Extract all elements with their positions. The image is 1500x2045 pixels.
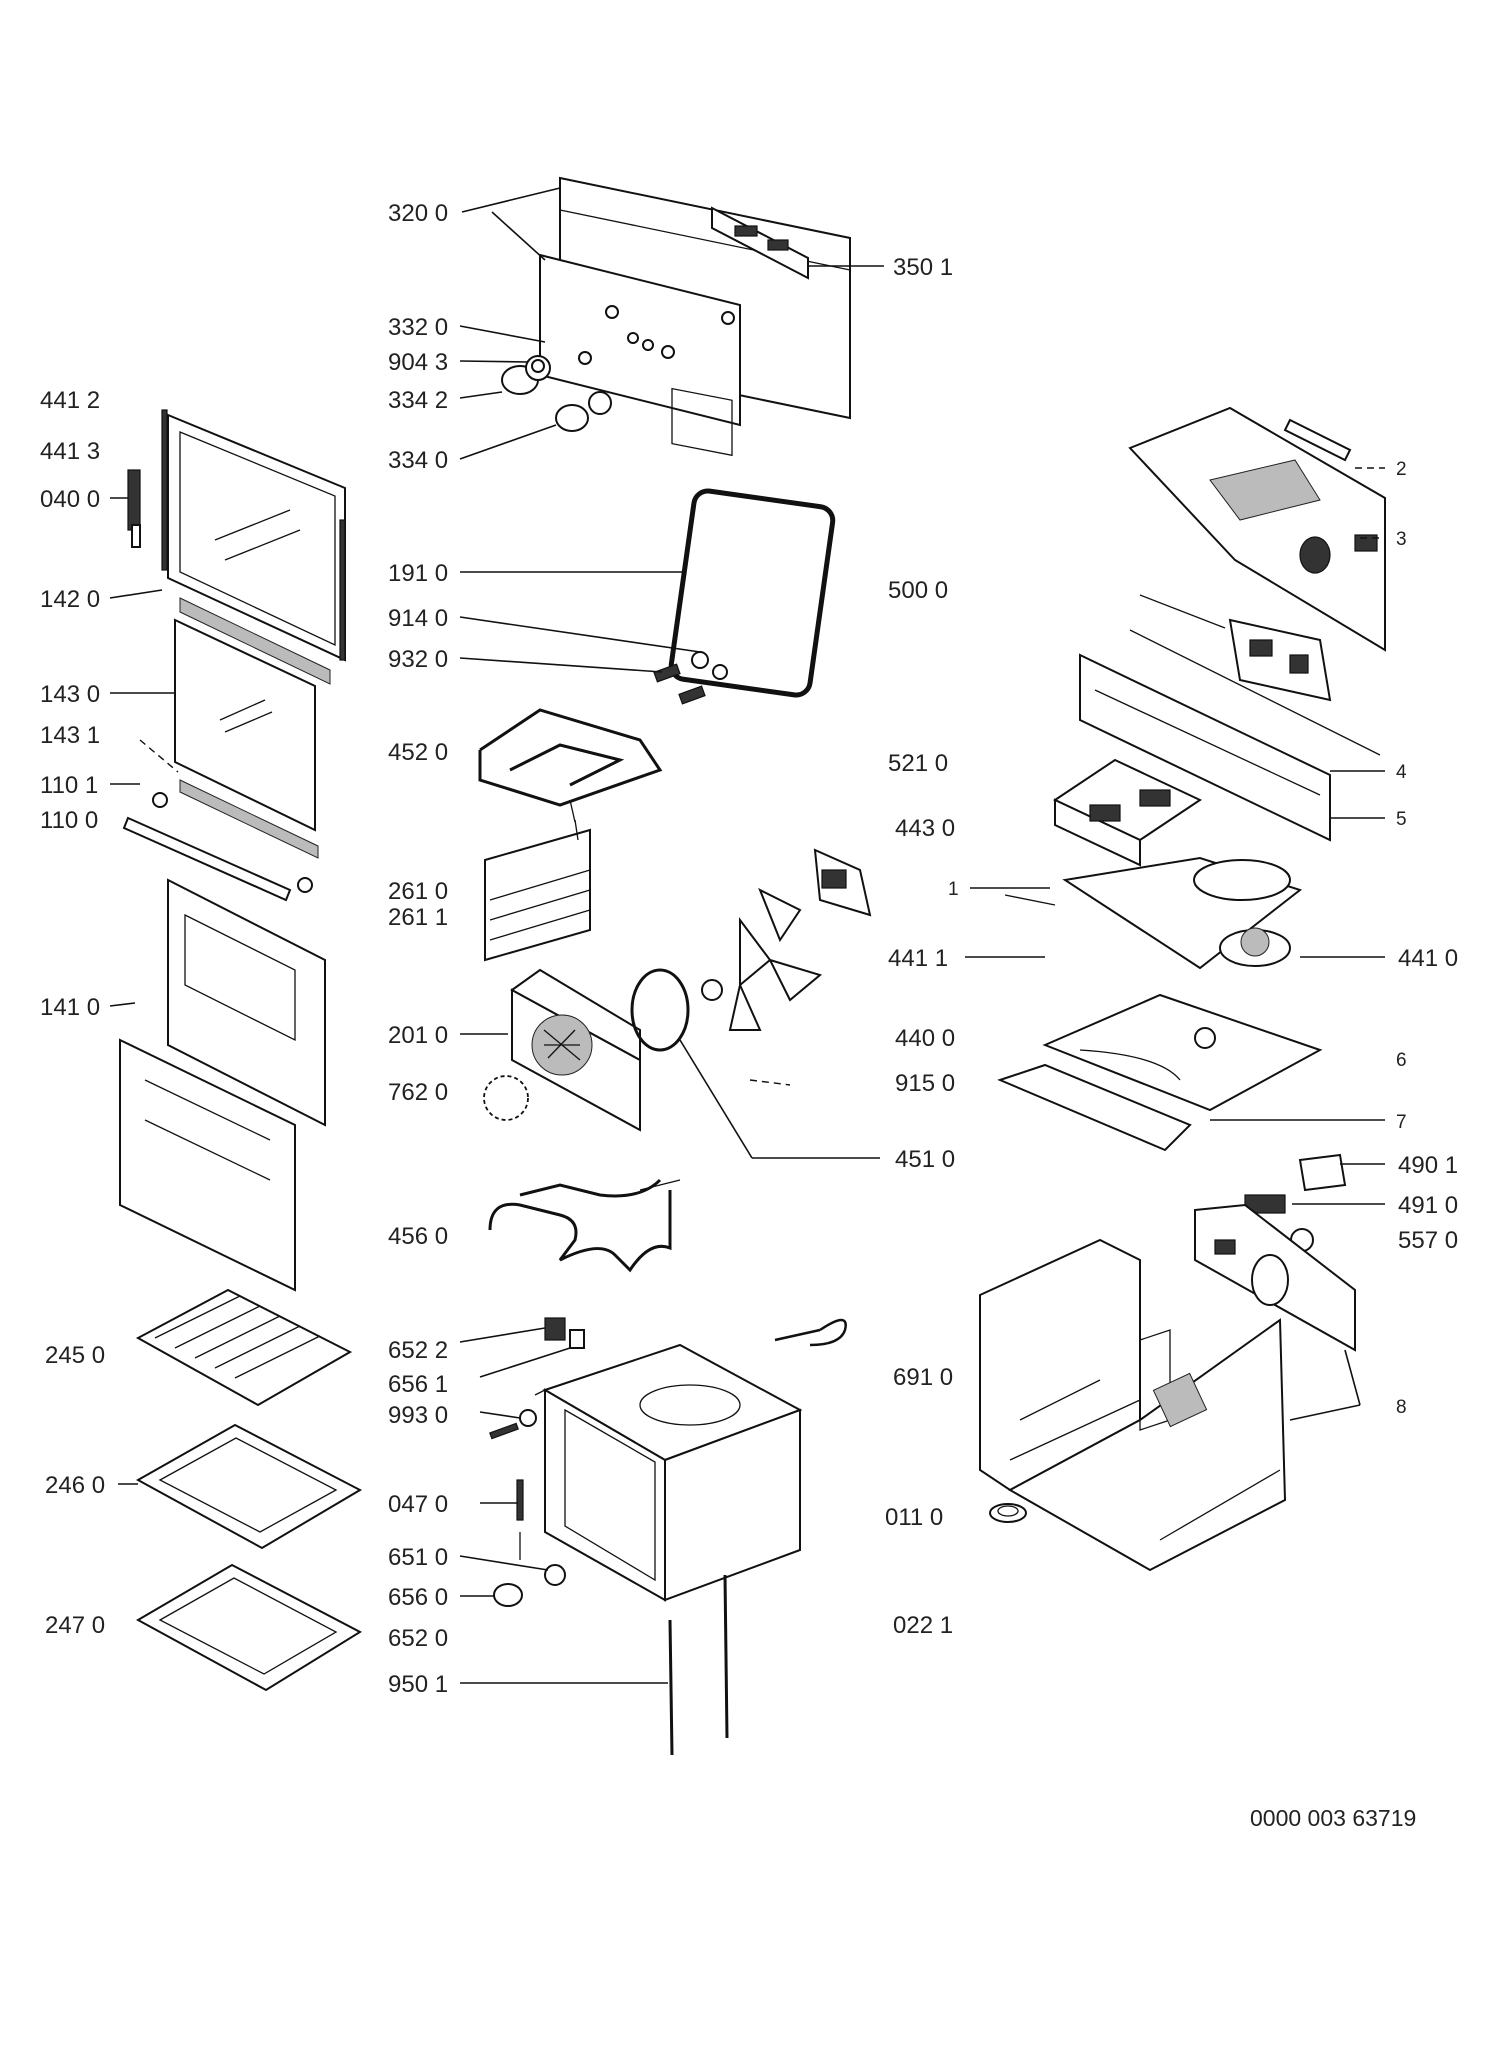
door-vent-strip-drawing xyxy=(179,597,331,859)
label-915-0: 915 0 xyxy=(895,1070,955,1097)
label-914-0: 914 0 xyxy=(388,605,448,632)
label-651-0: 651 0 xyxy=(388,1544,448,1571)
door-inner-frame-drawing xyxy=(161,409,346,662)
wire-rack-drawing xyxy=(135,1288,353,1407)
label-n1: 1 xyxy=(948,879,959,900)
outer-housing-drawing xyxy=(979,1238,1287,1572)
part-number-labels: 320 0 350 1 332 0 904 3 334 2 334 0 441 … xyxy=(40,200,1458,1831)
document-number: 0000 003 63719 xyxy=(1250,1805,1416,1831)
label-247-0: 247 0 xyxy=(45,1612,105,1639)
label-n4: 4 xyxy=(1396,762,1407,783)
electronic-module-drawing xyxy=(1139,594,1332,702)
label-261-0: 261 0 xyxy=(388,878,448,905)
door-handle-rod-drawing xyxy=(122,792,313,902)
base-plate-drawing xyxy=(997,993,1323,1152)
label-320-0: 320 0 xyxy=(388,200,448,227)
label-245-0: 245 0 xyxy=(45,1342,105,1369)
fan-cover-drawing xyxy=(510,968,641,1132)
glass-panel-drawing xyxy=(174,618,316,832)
label-011-0: 011 0 xyxy=(885,1504,943,1531)
lamp-parts-drawing xyxy=(489,1317,585,1440)
temp-probe-drawing xyxy=(774,1318,847,1347)
door-seal-drawing xyxy=(668,488,836,698)
thermostat-knob-drawing xyxy=(493,1479,566,1607)
shallow-tray-drawing xyxy=(135,1423,363,1550)
fan-assembly-drawing xyxy=(630,848,872,1052)
oven-cavity-drawing xyxy=(534,1343,803,1602)
label-n2: 2 xyxy=(1396,459,1407,480)
label-557-0: 557 0 xyxy=(1398,1227,1458,1254)
top-cover-drawing xyxy=(1128,406,1386,652)
label-652-0: 652 0 xyxy=(388,1625,448,1652)
display-module-drawing xyxy=(711,206,809,280)
label-332-0: 332 0 xyxy=(388,314,448,341)
label-n3: 3 xyxy=(1396,529,1407,550)
label-142-0: 142 0 xyxy=(40,586,100,613)
outer-door-drawing xyxy=(119,1038,296,1292)
label-110-1: 110 1 xyxy=(40,772,98,799)
label-656-1: 656 1 xyxy=(388,1371,448,1398)
fan-plate-drawing xyxy=(1004,856,1303,970)
label-n6: 6 xyxy=(1396,1050,1407,1071)
outer-door-glass-drawing xyxy=(167,878,326,1127)
side-rails-drawing xyxy=(668,1574,729,1756)
label-441-2: 441 2 xyxy=(40,387,100,414)
deep-tray-drawing xyxy=(135,1563,363,1692)
label-656-0: 656 0 xyxy=(388,1584,448,1611)
label-521-0: 521 0 xyxy=(888,750,948,777)
label-932-0: 932 0 xyxy=(388,646,448,673)
relay-board-drawing xyxy=(1052,758,1203,867)
gasket-ring-drawing xyxy=(483,1075,529,1121)
label-350-1: 350 1 xyxy=(893,254,953,281)
label-143-1: 143 1 xyxy=(40,722,100,749)
grill-element-drawing xyxy=(478,708,663,823)
label-993-0: 993 0 xyxy=(388,1402,448,1429)
label-261-1: 261 1 xyxy=(388,904,448,931)
label-452-0: 452 0 xyxy=(388,739,448,766)
label-143-0: 143 0 xyxy=(40,681,100,708)
leader-lines xyxy=(109,187,1385,1684)
oven-heating-element-drawing xyxy=(488,1178,681,1273)
label-491-0: 491 0 xyxy=(1398,1192,1458,1219)
side-runner-drawing xyxy=(484,819,591,962)
label-201-0: 201 0 xyxy=(388,1022,448,1049)
rear-panel-drawing xyxy=(1194,1203,1356,1352)
label-440-0: 440 0 xyxy=(895,1025,955,1052)
label-040-0: 040 0 xyxy=(40,486,100,513)
label-334-2: 334 2 xyxy=(388,387,448,414)
label-500-0: 500 0 xyxy=(888,577,948,604)
label-443-0: 443 0 xyxy=(895,815,955,842)
fastener-drawings xyxy=(653,651,728,705)
label-456-0: 456 0 xyxy=(388,1223,448,1250)
label-490-1: 490 1 xyxy=(1398,1152,1458,1179)
label-246-0: 246 0 xyxy=(45,1472,105,1499)
label-n5: 5 xyxy=(1396,809,1407,830)
cover-bracket-drawing xyxy=(1079,629,1381,842)
label-441-1: 441 1 xyxy=(888,945,948,972)
label-441-3: 441 3 xyxy=(40,438,100,465)
label-022-1: 022 1 xyxy=(893,1612,953,1639)
foot-drawing xyxy=(989,1503,1027,1523)
label-n8: 8 xyxy=(1396,1397,1407,1418)
knob-drawings xyxy=(501,351,612,432)
label-950-1: 950 1 xyxy=(388,1671,448,1698)
label-441-0: 441 0 xyxy=(1398,945,1458,972)
label-904-3: 904 3 xyxy=(388,349,448,376)
label-110-0: 110 0 xyxy=(40,807,98,834)
label-n7: 7 xyxy=(1396,1112,1407,1133)
label-047-0: 047 0 xyxy=(388,1491,448,1518)
label-141-0: 141 0 xyxy=(40,994,100,1021)
door-hinge-drawing xyxy=(127,469,141,548)
label-691-0: 691 0 xyxy=(893,1364,953,1391)
label-451-0: 451 0 xyxy=(895,1146,955,1173)
label-652-2: 652 2 xyxy=(388,1337,448,1364)
label-762-0: 762 0 xyxy=(388,1079,448,1106)
label-191-0: 191 0 xyxy=(388,560,448,587)
control-panel-drawing xyxy=(539,176,851,457)
label-334-0: 334 0 xyxy=(388,447,448,474)
